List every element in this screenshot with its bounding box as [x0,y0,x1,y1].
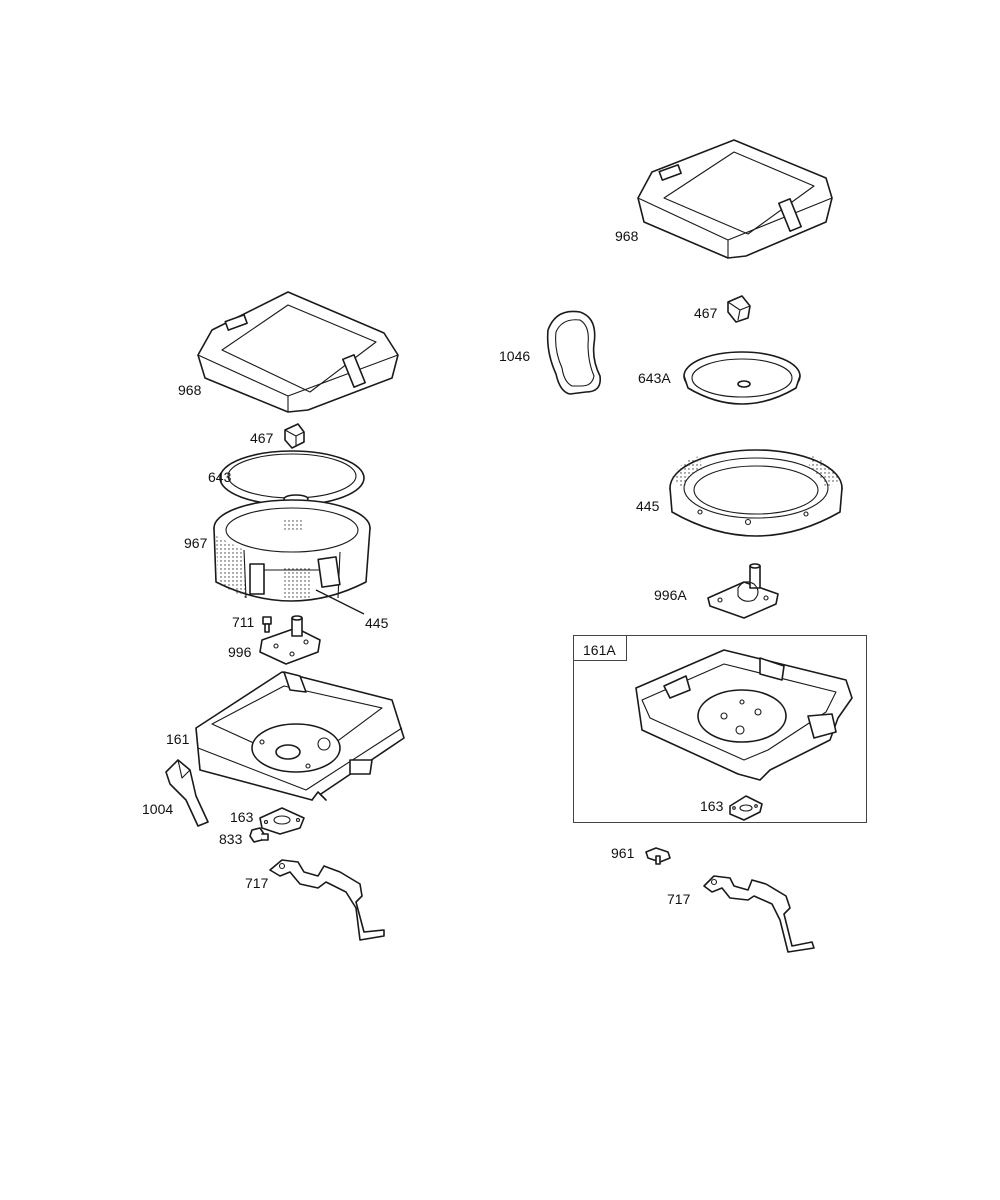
support-bracket-left [269,859,385,941]
support-bracket-right [703,875,815,953]
part-label-968-left: 968 [178,382,202,398]
part-label-967-left: 967 [184,535,208,551]
part-label-445-right: 445 [636,498,660,514]
seal-1046-right [546,310,602,395]
part-label-996-left: 996 [228,644,252,660]
air-cleaner-cover-right [637,139,833,259]
part-label-996A-right: 996A [654,587,687,603]
gasket-163-left [259,807,305,835]
part-label-717-right: 717 [667,891,691,907]
part-label-467-right: 467 [694,305,718,321]
part-label-161A: 161A [583,642,616,658]
air-filter-right [669,449,843,537]
part-label-445-left: 445 [365,615,389,631]
part-label-643-left: 643 [208,469,232,485]
wing-knob-left [284,423,305,449]
part-label-968-right: 968 [615,228,639,244]
part-label-643A-right: 643A [638,370,671,386]
air-cleaner-base-left [195,671,405,801]
kit-box-161A [573,635,867,823]
part-label-1046-right: 1046 [499,348,531,364]
kit-tag-161A: 161A [573,635,627,661]
screw-961-right [645,847,671,865]
part-label-161-left: 161 [166,731,190,747]
part-label-1004-left: 1004 [142,801,174,817]
gasket-163-right [729,795,763,821]
breather-plate-right [707,563,779,619]
bolt-833-left [249,827,269,843]
filter-cover-plate-right [683,351,801,405]
part-label-163-left: 163 [230,809,254,825]
breather-plate-left [259,615,321,665]
breather-tube-left [165,759,209,827]
pre-cleaner-and-filter-left [213,499,371,602]
part-label-163-right: 163 [700,798,724,814]
filter-cover-plate-left [219,450,365,506]
part-label-711-left: 711 [232,614,255,630]
part-label-717-left: 717 [245,875,269,891]
air-cleaner-base-right [635,649,853,781]
wing-knob-right [727,295,751,323]
screw-711-left [262,616,272,633]
part-label-961-right: 961 [611,845,635,861]
air-cleaner-cover-left [197,291,399,413]
callout-line-445-left [315,589,365,615]
part-label-833-left: 833 [219,831,243,847]
part-label-467-left: 467 [250,430,274,446]
